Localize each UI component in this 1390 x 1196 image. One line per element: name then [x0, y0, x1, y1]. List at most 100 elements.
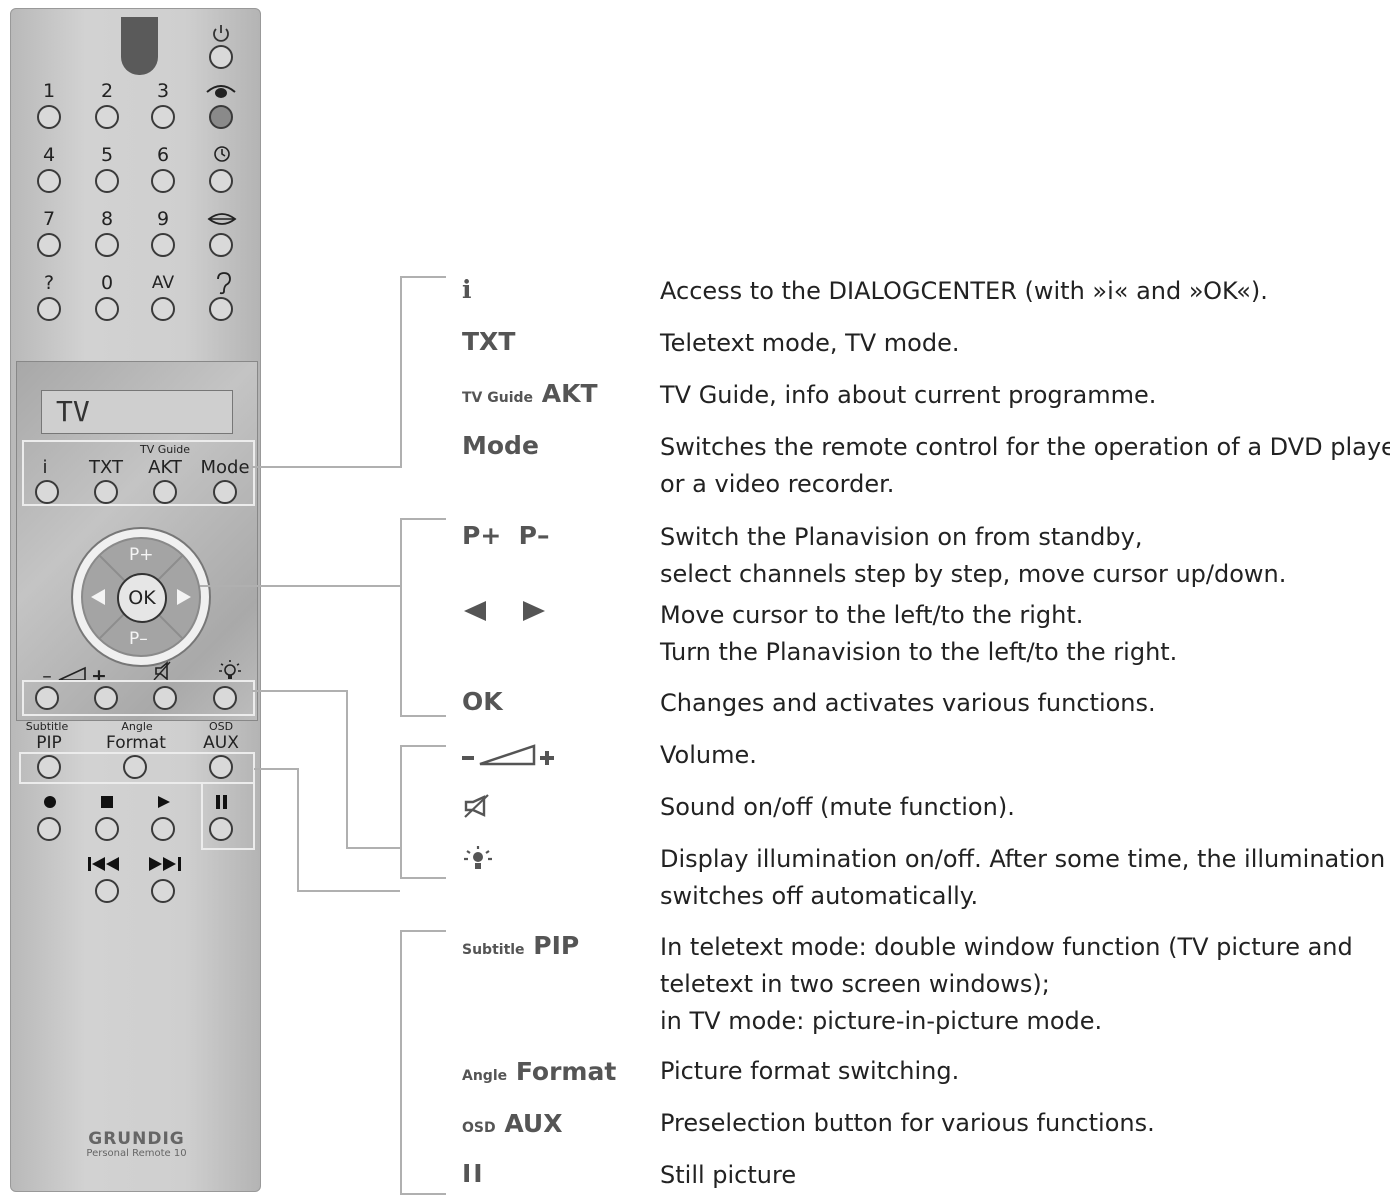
key-0[interactable] — [95, 297, 119, 321]
vol-plus-button[interactable] — [94, 686, 118, 710]
mute-icon — [464, 794, 489, 818]
lips-icon — [207, 213, 237, 225]
stop-icon — [101, 796, 113, 808]
key-7-label: 7 — [42, 208, 56, 230]
lcd-display: TV — [41, 390, 233, 434]
akt-key-toplabel: TV Guide — [139, 443, 191, 456]
remote-control: 1 2 3 4 5 6 7 8 9 ? 0 AV TV i TXT TV Gu — [10, 8, 261, 1192]
key-4[interactable] — [37, 169, 61, 193]
key-illumination — [462, 845, 494, 879]
skip-back-icon — [88, 857, 119, 871]
key-7[interactable] — [37, 233, 61, 257]
record-icon — [44, 796, 56, 808]
key-3-label: 3 — [156, 80, 170, 102]
format-key-label: Format — [106, 733, 166, 753]
key-1[interactable] — [37, 105, 61, 129]
pip-key-label: PIP — [36, 733, 62, 753]
pause-button[interactable] — [209, 817, 233, 841]
desc-mode: Switches the remote control for the oper… — [660, 433, 1390, 498]
key-question[interactable] — [37, 297, 61, 321]
desc-p-plus-minus: Switch the Planavision on from standby,s… — [660, 523, 1287, 588]
brand-logo: GRUNDIG — [88, 1129, 185, 1149]
key-8[interactable] — [95, 233, 119, 257]
key-pip: Subtitle PIP — [462, 931, 580, 960]
power-icon — [213, 25, 229, 42]
mute-icon — [153, 661, 171, 681]
pip-button[interactable] — [37, 755, 61, 779]
ok-button[interactable]: OK — [117, 573, 167, 623]
illumination-button[interactable] — [213, 686, 237, 710]
skip-forward-button[interactable] — [151, 879, 175, 903]
key-6[interactable] — [151, 169, 175, 193]
record-button[interactable] — [37, 817, 61, 841]
key-2[interactable] — [95, 105, 119, 129]
aux-button[interactable] — [209, 755, 233, 779]
skip-forward-icon — [149, 857, 181, 871]
power-button[interactable] — [209, 45, 233, 69]
desc-format: Picture format switching. — [660, 1057, 960, 1085]
key-6-label: 6 — [156, 144, 170, 166]
desc-pause: Still picture — [660, 1161, 797, 1189]
key-9-label: 9 — [156, 208, 170, 230]
aux-key-toplabel: OSD — [208, 720, 234, 733]
key-left-right — [462, 599, 547, 629]
mute-button[interactable] — [153, 686, 177, 710]
key-5[interactable] — [95, 169, 119, 193]
volume-keys-highlight — [22, 680, 255, 716]
format-key-toplabel: Angle — [121, 720, 153, 733]
txt-button[interactable] — [94, 480, 118, 504]
key-txt: TXT — [462, 327, 516, 356]
mode-button[interactable] — [213, 480, 237, 504]
key-mode: Mode — [462, 431, 539, 460]
key-4-label: 4 — [42, 144, 56, 166]
key-av[interactable] — [151, 297, 175, 321]
skip-back-button[interactable] — [95, 879, 119, 903]
key-volume — [462, 742, 554, 774]
akt-button[interactable] — [153, 480, 177, 504]
txt-key-label: TXT — [88, 457, 123, 478]
play-icon — [158, 796, 170, 808]
right-arrow-icon — [522, 601, 545, 621]
key-5-label: 5 — [100, 144, 114, 166]
right-arrow-icon — [177, 589, 191, 605]
p-plus-label: P+ — [129, 545, 154, 565]
vol-minus-button[interactable] — [35, 686, 59, 710]
key-akt: TV Guide AKT — [462, 379, 598, 408]
desc-akt: TV Guide, info about current programme. — [660, 381, 1157, 409]
clock-icon — [214, 146, 230, 162]
desc-illumination: Display illumination on/off. After some … — [660, 845, 1386, 910]
function-keys-highlight — [22, 440, 255, 506]
left-arrow-icon — [91, 589, 105, 605]
desc-volume: Volume. — [660, 741, 757, 769]
key-av-label: AV — [151, 273, 175, 293]
control-panel: TV i TXT TV Guide AKT Mode P+ P– OK — [16, 361, 258, 721]
key-0-label: 0 — [100, 272, 114, 294]
eye-button[interactable] — [209, 105, 233, 129]
format-button[interactable] — [123, 755, 147, 779]
bulb-icon — [464, 846, 492, 869]
dpad[interactable]: P+ P– OK — [81, 537, 201, 657]
key-2-label: 2 — [100, 80, 114, 102]
mode-key-label: Mode — [200, 457, 250, 478]
aux-key-label: AUX — [203, 733, 239, 753]
i-button[interactable] — [35, 480, 59, 504]
key-3[interactable] — [151, 105, 175, 129]
desc-left-right: Move cursor to the left/to the right.Tur… — [660, 601, 1178, 666]
desc-i: Access to the DIALOGCENTER (with »i« and… — [660, 277, 1268, 305]
stop-button[interactable] — [95, 817, 119, 841]
timer-button[interactable] — [209, 169, 233, 193]
key-9[interactable] — [151, 233, 175, 257]
desc-aux: Preselection button for various function… — [660, 1109, 1155, 1137]
pip-key-toplabel: Subtitle — [25, 720, 69, 733]
desc-mute: Sound on/off (mute function). — [660, 793, 1015, 821]
ir-window — [121, 17, 158, 75]
eye-icon — [206, 85, 236, 98]
play-button[interactable] — [151, 817, 175, 841]
vol-minus-label: – — [42, 665, 52, 687]
key-aux: OSD AUX — [462, 1109, 563, 1138]
ear-button[interactable] — [209, 297, 233, 321]
key-8-label: 8 — [100, 208, 114, 230]
lips-button[interactable] — [209, 233, 233, 257]
model-name: Personal Remote 10 — [86, 1148, 187, 1159]
bulb-icon — [219, 660, 241, 679]
